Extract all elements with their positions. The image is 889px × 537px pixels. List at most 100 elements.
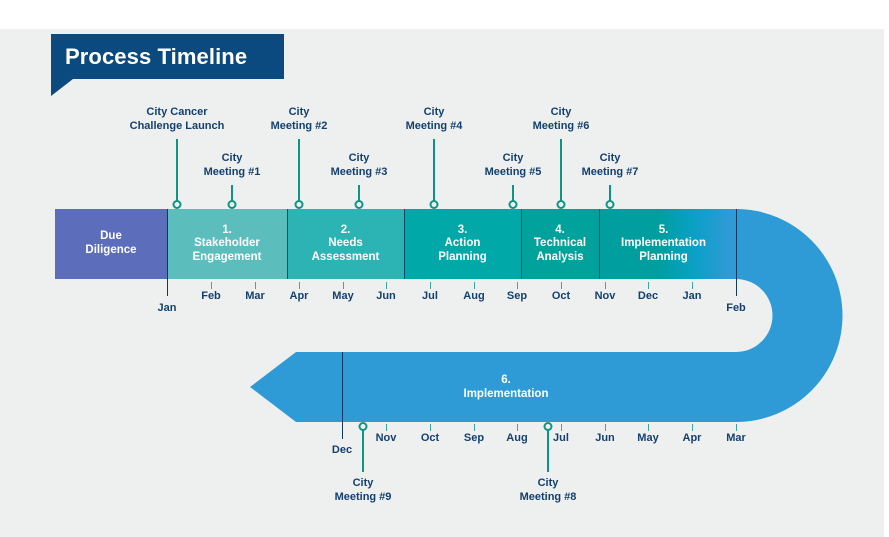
meeting-label-line2: Meeting #9 (334, 491, 392, 504)
top-month-anchor-line (167, 209, 169, 296)
top-month-tick (648, 282, 649, 289)
meeting-marker-line (298, 139, 300, 205)
segment-name-line2: Diligence (85, 244, 137, 256)
implementation-number: 6. (501, 373, 511, 386)
segment-name-line1: Stakeholder (194, 237, 260, 250)
top-month-label: Oct (551, 290, 571, 302)
top-month-label: Dec (637, 290, 659, 302)
top-month-tick (692, 282, 693, 289)
top-month-label: Aug (463, 290, 485, 302)
meeting-marker-line (231, 185, 233, 205)
top-month-label: Jan (157, 302, 177, 314)
segment-name-line2: Assessment (311, 250, 380, 263)
segment-name-line2: Engagement (192, 250, 262, 263)
top-month-label: Jan (682, 290, 702, 302)
segment-divider (287, 209, 288, 279)
bottom-month-label: Jun (595, 432, 615, 444)
meeting-label-line1: City (550, 106, 572, 118)
meeting-marker-line (176, 139, 178, 205)
segment-name-line2: Analysis (536, 250, 584, 263)
top-month-tick (211, 282, 212, 289)
meeting-label-line2: Meeting #5 (484, 166, 542, 179)
meeting-marker-dot[interactable] (556, 200, 566, 209)
meeting-marker-dot[interactable] (605, 200, 615, 209)
meeting-label-line2: Meeting #6 (532, 120, 590, 133)
meeting-marker-line (609, 185, 611, 205)
implementation-name: Implementation (463, 388, 549, 400)
meeting-label-line1: City (221, 152, 243, 164)
title-banner: Process Timeline (51, 34, 284, 79)
meeting-label-line1: City (352, 477, 374, 489)
implementation-bar (296, 352, 716, 422)
bottom-month-label: Sep (463, 432, 485, 444)
top-month-label: Apr (289, 290, 309, 302)
meeting-marker-line (547, 426, 549, 472)
bottom-month-tick (605, 424, 606, 431)
segment-name-line2: Planning (639, 250, 688, 263)
meeting-marker-dot[interactable] (358, 422, 368, 431)
top-month-tick (386, 282, 387, 289)
meeting-label-line1: City (348, 152, 370, 164)
top-month-tick (561, 282, 562, 289)
meeting-label-line2: Meeting #2 (270, 120, 328, 133)
page-title: Process Timeline (65, 43, 248, 69)
segment-number: 2. (340, 223, 351, 236)
page-right-edge (884, 29, 889, 537)
meeting-label-line1: City (423, 106, 445, 118)
top-month-tick (474, 282, 475, 289)
segment-number: 5. (658, 223, 669, 236)
page-background (0, 29, 889, 537)
bottom-month-tick (474, 424, 475, 431)
bottom-month-label: Nov (375, 432, 397, 444)
meeting-marker-dot[interactable] (172, 200, 182, 209)
meeting-marker-dot[interactable] (227, 200, 237, 209)
bottom-month-tick (430, 424, 431, 431)
meeting-marker-dot[interactable] (294, 200, 304, 209)
bottom-month-label: Mar (726, 432, 746, 444)
meeting-marker-dot[interactable] (429, 200, 439, 209)
top-month-tick (343, 282, 344, 289)
meeting-label-line1: City (537, 477, 559, 489)
bottom-month-anchor-line (342, 352, 344, 439)
meeting-label-line2: Meeting #1 (203, 166, 261, 179)
top-month-label: Mar (245, 290, 265, 302)
meeting-label-line1: City (502, 152, 524, 164)
top-month-label: Jul (422, 290, 438, 302)
segment-number: 3. (457, 223, 468, 236)
bottom-month-tick (386, 424, 387, 431)
meeting-marker-dot[interactable] (354, 200, 364, 209)
segment-name-line1: Needs (328, 237, 363, 250)
bottom-month-label: Apr (682, 432, 702, 444)
top-month-label: May (332, 290, 354, 302)
bottom-month-label: Dec (331, 444, 353, 456)
bottom-month-tick (561, 424, 562, 431)
meeting-label-line1: City (599, 152, 621, 164)
segment-divider (599, 209, 600, 279)
meeting-marker-dot[interactable] (508, 200, 518, 209)
bottom-month-label: Oct (420, 432, 440, 444)
top-month-label: Jun (376, 290, 396, 302)
meeting-label-line1: City Cancer (146, 106, 208, 118)
top-month-tick (605, 282, 606, 289)
meeting-label-line2: Meeting #3 (330, 166, 388, 179)
meeting-label-line2: Meeting #4 (405, 120, 463, 133)
segment-divider (404, 209, 405, 279)
bottom-month-tick (736, 424, 737, 431)
meeting-label-line1: City (288, 106, 310, 118)
meeting-marker-dot[interactable] (543, 422, 553, 431)
